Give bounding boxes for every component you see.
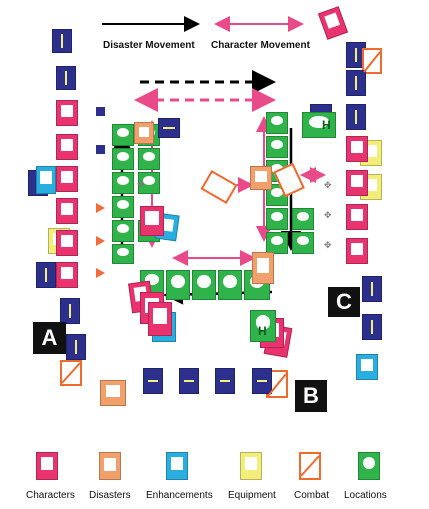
slot-marker xyxy=(96,145,105,154)
card-back-right-2 xyxy=(346,70,366,96)
location-card-left-9 xyxy=(138,172,160,194)
character-card-right-3 xyxy=(346,204,368,230)
location-card-right-2 xyxy=(266,136,288,158)
home-marker-right: H xyxy=(322,118,331,132)
legend-disasters-swatch xyxy=(99,452,121,480)
attack-marker xyxy=(96,236,105,246)
location-card-left-6 xyxy=(112,244,134,264)
home-location-card-right xyxy=(302,112,336,138)
legend-locations-swatch xyxy=(358,452,380,480)
card-back-left-1 xyxy=(56,66,76,90)
legend-disasters-label: Disasters xyxy=(89,490,131,501)
disaster-card-left xyxy=(100,380,126,406)
card-back-right-4 xyxy=(362,276,382,302)
legend-combat-swatch xyxy=(299,452,321,480)
card-back-bottom-2 xyxy=(179,368,199,394)
crosshair-icon: ✥ xyxy=(324,210,332,220)
character-card-left-2 xyxy=(56,134,78,160)
character-movement-label: Character Movement xyxy=(211,40,310,51)
card-back-bottom-1 xyxy=(143,368,163,394)
character-card-right-1 xyxy=(346,136,368,162)
disaster-card-bottom-row xyxy=(252,252,274,284)
character-card-left-5 xyxy=(56,230,78,256)
enhancement-card-left xyxy=(36,166,56,194)
card-back-inner-top xyxy=(158,118,180,138)
location-card-bottom-3 xyxy=(192,270,216,300)
location-card-left-1 xyxy=(112,124,134,146)
character-card-left-4 xyxy=(56,198,78,224)
home-marker-bottom: H xyxy=(258,324,267,338)
attack-marker xyxy=(96,203,105,213)
character-card-right-2 xyxy=(346,170,368,196)
legend-locations-label: Locations xyxy=(344,490,387,501)
attack-marker xyxy=(96,268,105,278)
crosshair-icon: ✥ xyxy=(324,180,332,190)
location-card-left-8 xyxy=(138,148,160,170)
legend-equipment-label: Equipment xyxy=(228,490,276,501)
zone-label-c: C xyxy=(328,287,360,317)
disaster-card-center xyxy=(250,166,272,190)
card-back-bottom-3 xyxy=(215,368,235,394)
location-card-right-7 xyxy=(292,208,314,230)
zone-label-a: A xyxy=(33,322,66,354)
card-back-left-7 xyxy=(60,298,80,324)
location-card-left-5 xyxy=(112,220,134,242)
legend-enhancements-swatch xyxy=(166,452,188,480)
location-card-right-1 xyxy=(266,112,288,134)
legend-combat-label: Combat xyxy=(294,490,330,501)
crosshair-icon: ✥ xyxy=(324,240,332,250)
character-card-inner-left xyxy=(140,206,164,236)
legend-characters-swatch xyxy=(36,452,58,480)
card-back-left-8 xyxy=(66,334,86,360)
enhancement-card-right xyxy=(356,354,378,380)
card-back-top-left xyxy=(52,29,72,53)
location-card-left-4 xyxy=(112,196,134,218)
legend-characters-label: Characters xyxy=(26,490,75,501)
location-card-left-2 xyxy=(112,148,134,170)
location-card-bottom-2 xyxy=(166,270,190,300)
disaster-movement-label: Disaster Movement xyxy=(103,40,195,51)
combat-card-left xyxy=(60,360,82,386)
character-card-left-6 xyxy=(56,262,78,288)
legend-enhancements-label: Enhancements xyxy=(146,490,213,501)
location-card-right-6 xyxy=(266,232,288,254)
legend-equipment-swatch xyxy=(240,452,262,480)
card-back-right-5 xyxy=(362,314,382,340)
card-back-right-3 xyxy=(346,104,366,130)
card-back-bottom-4 xyxy=(252,368,272,394)
crosshair-icon: ✥ xyxy=(137,179,145,189)
disaster-card-inner-top xyxy=(134,122,154,144)
location-card-left-3 xyxy=(112,172,134,194)
slot-marker xyxy=(96,107,105,116)
character-card-left-1 xyxy=(56,100,78,126)
location-card-bottom-4 xyxy=(218,270,242,300)
home-location-card-bottom xyxy=(250,310,276,342)
location-card-right-5 xyxy=(266,208,288,230)
card-back-left-6 xyxy=(36,262,56,288)
character-card-bottom-3 xyxy=(148,302,172,336)
location-card-right-8 xyxy=(292,232,314,254)
character-card-right-4 xyxy=(346,238,368,264)
character-card-left-3 xyxy=(56,166,78,192)
zone-label-b: B xyxy=(295,380,327,412)
